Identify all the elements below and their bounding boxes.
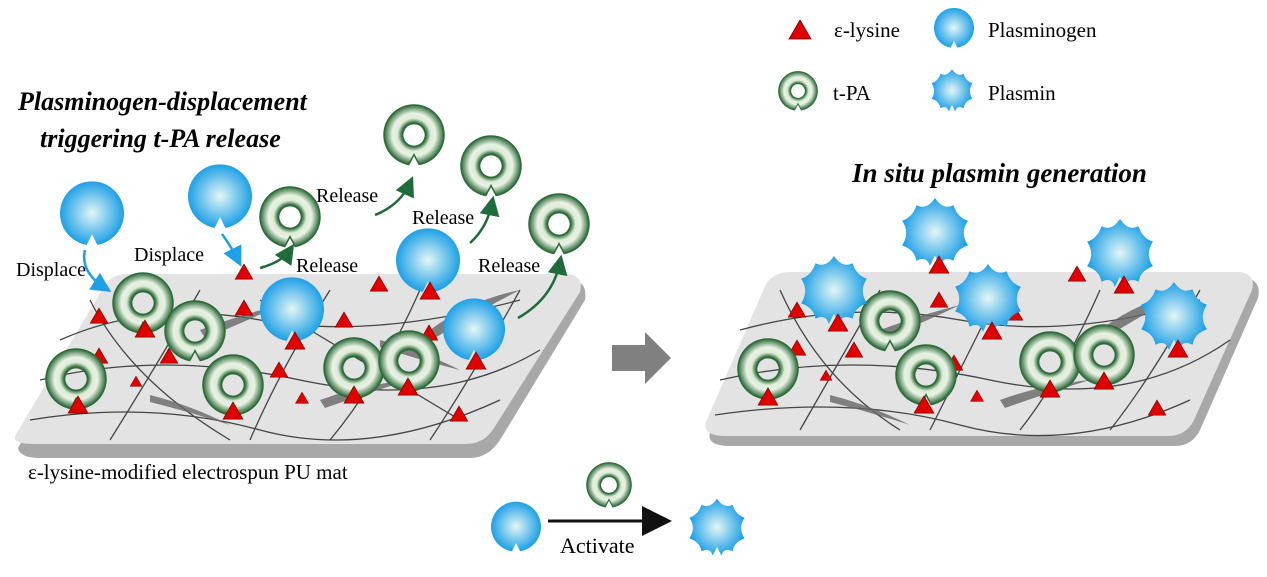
right-panel: In situ plasmin generation [705,158,1259,446]
release-label-1: Release [316,185,378,207]
right-title: In situ plasmin generation [851,158,1147,188]
release-label-3: Release [296,255,358,277]
legend-plasmin-label: Plasmin [988,81,1056,105]
release-label-2: Release [412,207,474,229]
legend-lysine-icon [788,19,812,40]
process-arrows-left [82,176,568,320]
legend-plasminogen-icon [934,7,974,48]
mat-caption: ε-lysine-modified electrospun PU mat [28,460,348,484]
process-arrow-icon [612,332,671,384]
release-label-4: Release [478,255,540,277]
displace-label-1: Displace [16,259,86,281]
legend-plasminogen-label: Plasminogen [988,18,1097,42]
incoming-plasminogen [60,164,252,245]
left-title-line2: triggering t-PA release [40,124,281,153]
legend-plasmin-icon [931,69,973,112]
displace-label-2: Displace [134,244,204,266]
legend-lysine-label: ε-lysine [834,18,900,42]
reaction-plasmin-icon [689,498,745,556]
reaction-tpa-icon [586,462,632,508]
legend-tpa-icon [778,71,818,111]
release-arrow [259,243,295,270]
release-arrow [517,254,568,320]
activate-label: Activate [560,533,635,558]
release-arrow [374,176,414,217]
left-title-line1: Plasminogen-displacement [17,87,308,116]
activation-reaction: Activate [491,462,745,558]
displace-arrow [220,233,242,267]
left-panel: Plasminogen-displacement triggering t-PA… [14,87,590,484]
legend: ε-lysine Plasminogen t-PA Plasmin [778,7,1097,112]
reaction-plasminogen-icon [491,501,541,552]
displace-arrow [82,249,112,293]
legend-tpa-label: t-PA [833,81,872,105]
release-arrow [469,195,500,244]
